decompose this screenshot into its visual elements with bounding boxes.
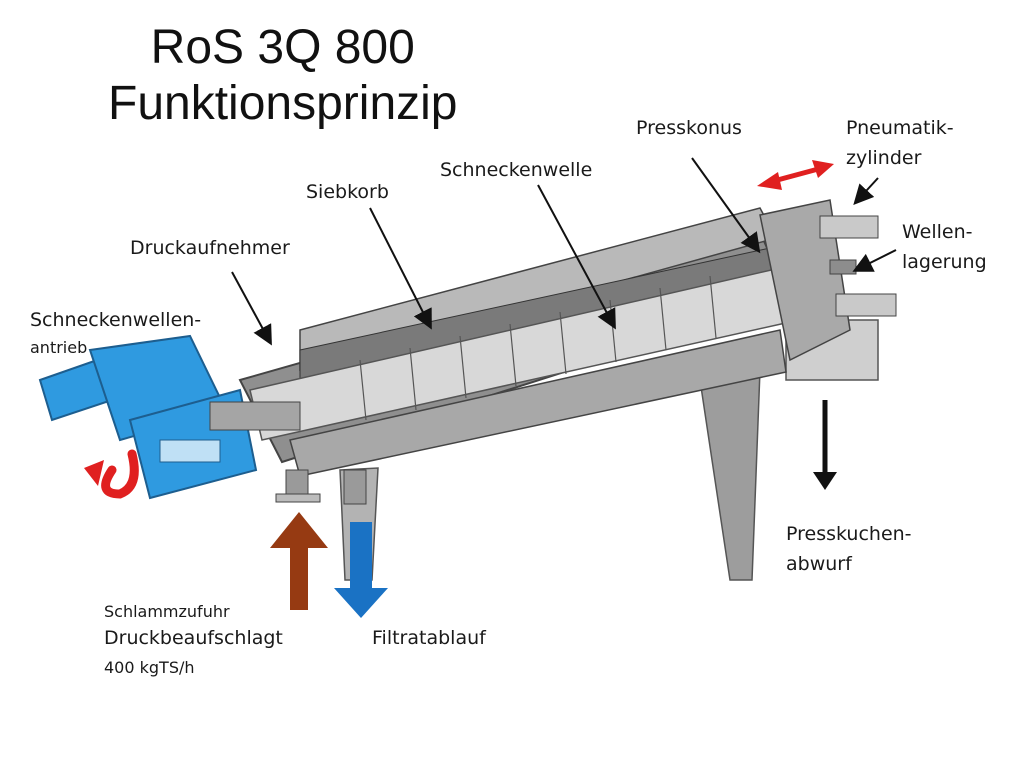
pneumatic-motion-arrow — [757, 160, 834, 190]
label-presskonus: Presskonus — [636, 117, 742, 139]
filtrate-outflow-arrow — [334, 522, 388, 618]
label-pointers — [231, 157, 897, 346]
label-schneckenwelle: Schneckenwelle — [440, 159, 593, 181]
label-filtratablauf: Filtratablauf — [372, 627, 486, 649]
label-wellen-line1: Wellen- — [902, 221, 973, 243]
title-line-2: Funktionsprinzip — [108, 77, 458, 130]
label-antrieb-line2: antrieb — [30, 338, 88, 357]
press-cone-assembly — [759, 199, 897, 362]
label-druckaufnehmer: Druckaufnehmer — [130, 237, 290, 259]
press-cake-arrow — [813, 400, 837, 490]
label-schlamm-line1: Schlammzufuhr — [104, 602, 230, 621]
rotation-arrow — [84, 449, 139, 499]
title-line-1: RoS 3Q 800 — [150, 21, 415, 74]
page-title: RoS 3Q 800 Funktionsprinzip — [108, 20, 458, 132]
label-antrieb-line1: Schneckenwellen- — [30, 309, 202, 331]
label-pneumatik-line2: zylinder — [846, 147, 922, 169]
label-schlamm-line3: 400 kgTS/h — [104, 658, 195, 677]
screw-drive-motor — [38, 334, 301, 500]
label-schlamm-line2: Druckbeaufschlagt — [104, 627, 283, 649]
label-presskuchen-line2: abwurf — [786, 553, 852, 575]
label-pneumatik-line1: Pneumatik- — [846, 117, 954, 139]
screw-press-housing — [238, 207, 792, 505]
label-wellen-line2: lagerung — [902, 251, 987, 273]
sludge-inflow-arrow — [270, 512, 328, 610]
label-presskuchen-line1: Presskuchen- — [786, 523, 912, 545]
label-siebkorb: Siebkorb — [306, 181, 389, 203]
